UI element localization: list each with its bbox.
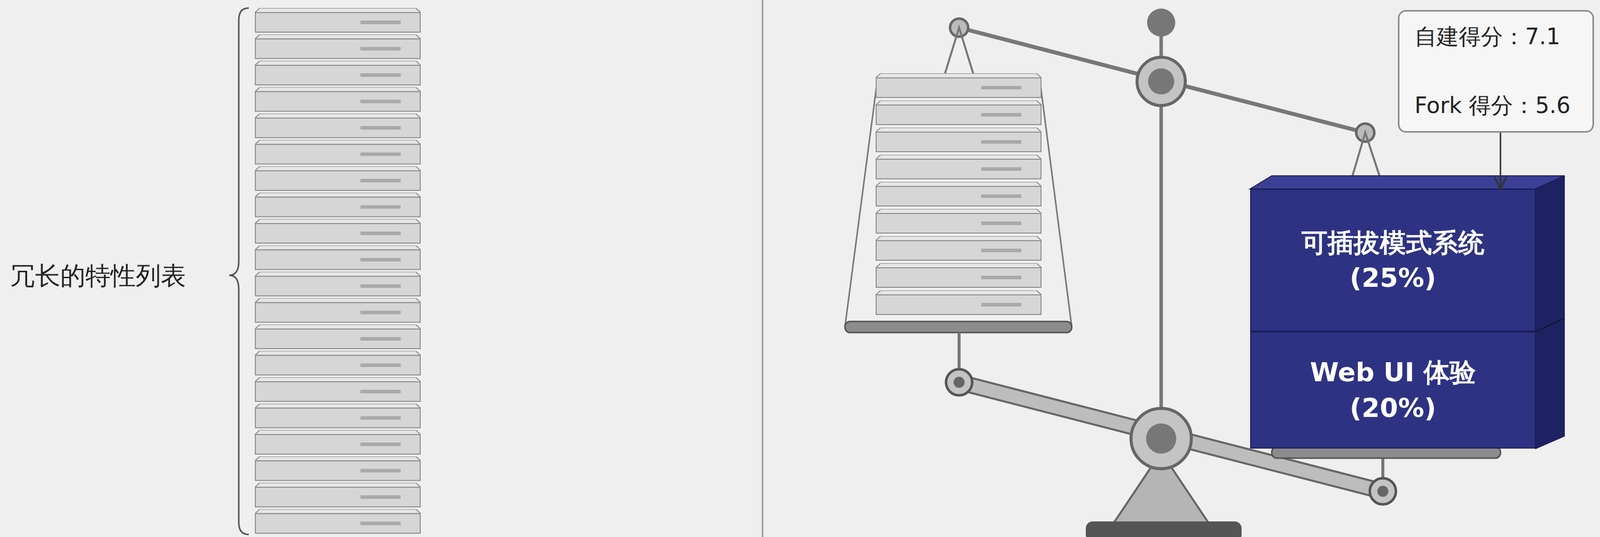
- server-slab: [254, 377, 421, 402]
- server-slab: [875, 127, 1042, 152]
- server-slab: [254, 483, 421, 508]
- pan-string: [844, 85, 877, 327]
- server-slab: [254, 34, 421, 59]
- server-slab: [875, 154, 1042, 179]
- server-slab: [254, 60, 421, 85]
- node-text: 可插拔模式系统 (25%): [1287, 225, 1499, 296]
- server-slab: [254, 404, 421, 429]
- node-text: Fork 得分：5.6: [1414, 92, 1571, 120]
- pivot-center: [1146, 423, 1177, 454]
- server-slab: [875, 181, 1042, 207]
- weight-block: Web UI 体验 (20%): [1250, 331, 1536, 449]
- server-slab: [875, 290, 1042, 315]
- divider-line: [762, 0, 764, 537]
- server-slab: [254, 166, 421, 191]
- server-slab: [875, 73, 1042, 98]
- block-side-seam: [1535, 318, 1565, 332]
- bracket-label: 冗长的特性列表: [10, 259, 186, 294]
- block-top-face: [1250, 175, 1565, 190]
- server-slab: [254, 351, 421, 376]
- server-slab: [875, 100, 1042, 125]
- node-text: Web UI 体验 (20%): [1287, 354, 1499, 426]
- score-callout: 自建得分：7.1Fork 得分：5.6: [1397, 10, 1594, 133]
- pan-rod: [957, 332, 961, 372]
- node-text: 自建得分：7.1: [1414, 23, 1561, 51]
- server-slab: [254, 509, 421, 534]
- scale-foot: [1085, 521, 1242, 537]
- hanger: [1352, 132, 1380, 177]
- server-slab: [254, 430, 421, 455]
- server-slab: [254, 140, 421, 165]
- server-slab: [254, 8, 421, 33]
- beam-knob-center: [1377, 486, 1389, 498]
- block-side-face: [1535, 175, 1565, 449]
- scale-pan: [1271, 447, 1501, 459]
- pivot: [1131, 408, 1192, 469]
- server-slab: [254, 245, 421, 270]
- server-slab: [875, 236, 1042, 261]
- server-slab: [875, 263, 1042, 288]
- pivot: [1137, 57, 1186, 106]
- beam-knob-center: [953, 377, 965, 389]
- beam-knob: [946, 369, 973, 396]
- connector-arrow: [1499, 132, 1502, 190]
- brace: [229, 8, 249, 535]
- server-slab: [254, 113, 421, 138]
- pivot-center: [1148, 68, 1175, 95]
- server-slab: [254, 456, 421, 482]
- server-slab: [254, 271, 421, 297]
- server-slab: [254, 298, 421, 323]
- server-slab: [254, 87, 421, 112]
- beam-knob: [1369, 478, 1396, 505]
- pan-string: [1040, 85, 1072, 327]
- server-slab: [254, 324, 421, 349]
- server-slab: [254, 193, 421, 218]
- hanger: [945, 27, 974, 74]
- server-slab: [254, 219, 421, 244]
- scale-pan: [844, 321, 1072, 333]
- scale-knob: [1147, 8, 1176, 37]
- server-slab: [875, 209, 1042, 234]
- weight-block: 可插拔模式系统 (25%): [1250, 189, 1536, 332]
